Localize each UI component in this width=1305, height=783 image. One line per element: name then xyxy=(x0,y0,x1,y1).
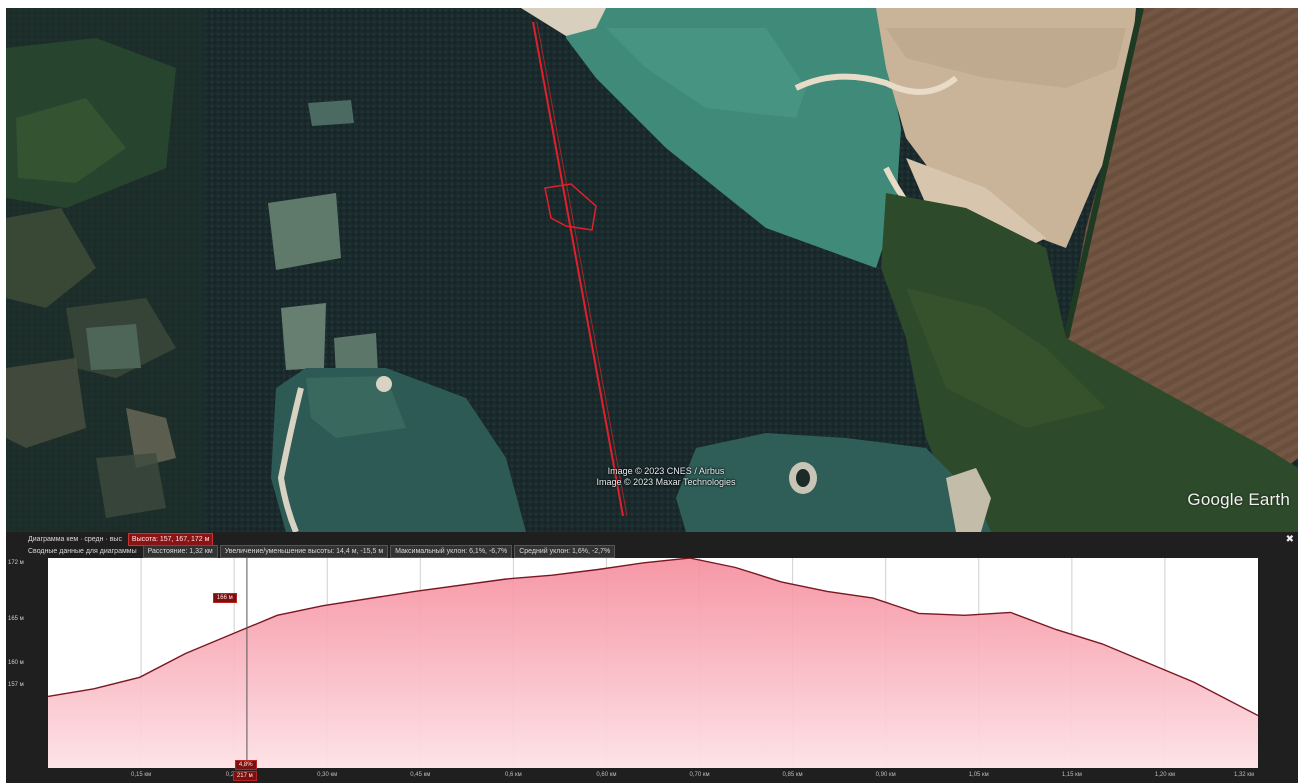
x-tick-label: 0,30 км xyxy=(317,772,338,778)
elevation-chart[interactable] xyxy=(47,557,1259,768)
x-tick-label: 1,32 км xyxy=(1233,772,1255,778)
x-tick-label: 0,60 км xyxy=(596,772,617,778)
profile-summary-row: Сводные данные для диаграммы Расстояние:… xyxy=(24,545,616,558)
satellite-map-view[interactable]: Image © 2023 CNES / Airbus Image © 2023 … xyxy=(6,8,1298,532)
profile-header-row: Диаграмма кем · средн · выс Высота: 157,… xyxy=(24,533,214,546)
y-tick-label: 157 м xyxy=(8,682,24,688)
hover-position-marker xyxy=(544,183,597,231)
attribution-line-maxar: Image © 2023 Maxar Technologies xyxy=(596,477,736,487)
max-slope-value: Максимальный уклон: 6,1%, -6,7% xyxy=(390,545,513,558)
hover-slope-tag: 4,8% xyxy=(234,760,257,770)
x-tick-label: 1,05 км xyxy=(968,772,989,778)
elevation-profile-panel[interactable]: Диаграмма кем · средн · выс Высота: 157,… xyxy=(6,532,1298,783)
x-tick-label: 0,6 км xyxy=(504,772,522,778)
y-tick-label: 172 м xyxy=(8,560,24,566)
distance-value: Расстояние: 1,32 км xyxy=(142,545,218,558)
map-imagery xyxy=(6,8,1298,532)
x-tick-label: 0,15 км xyxy=(131,772,152,778)
x-tick-label: 0,90 км xyxy=(875,772,896,778)
x-tick-label: 0,45 км xyxy=(410,772,431,778)
imagery-attribution: Image © 2023 CNES / Airbus Image © 2023 … xyxy=(526,466,806,488)
attribution-line-cnes: Image © 2023 CNES / Airbus xyxy=(607,466,725,476)
x-tick-label: 1,15 км xyxy=(1061,772,1082,778)
y-tick-label: 160 м xyxy=(8,660,24,666)
hover-elevation-tag: 166 м xyxy=(212,593,237,603)
y-tick-label: 165 м xyxy=(8,616,24,622)
x-tick-label: 1,20 км xyxy=(1154,772,1175,778)
x-tick-label: 0,70 км xyxy=(689,772,710,778)
close-icon[interactable]: ✖ xyxy=(1285,534,1294,545)
elevation-chart-area[interactable] xyxy=(47,557,1259,768)
elevation-area xyxy=(48,558,1258,768)
elevation-line xyxy=(47,557,1259,717)
avg-slope-value: Средний уклон: 1,6%, -2,7% xyxy=(514,545,616,558)
profile-chart-label[interactable]: Диаграмма кем · средн · выс xyxy=(28,536,122,543)
gain-loss-value: Увеличение/уменьшение высоты: 14,4 м, -1… xyxy=(219,545,389,558)
x-tick-label: 0,85 км xyxy=(782,772,803,778)
hover-distance-tag: 217 м xyxy=(232,771,257,781)
google-earth-logo: Google Earth xyxy=(1187,490,1290,509)
measure-path-line xyxy=(532,21,624,517)
summary-label: Сводные данные для диаграммы xyxy=(28,548,137,555)
